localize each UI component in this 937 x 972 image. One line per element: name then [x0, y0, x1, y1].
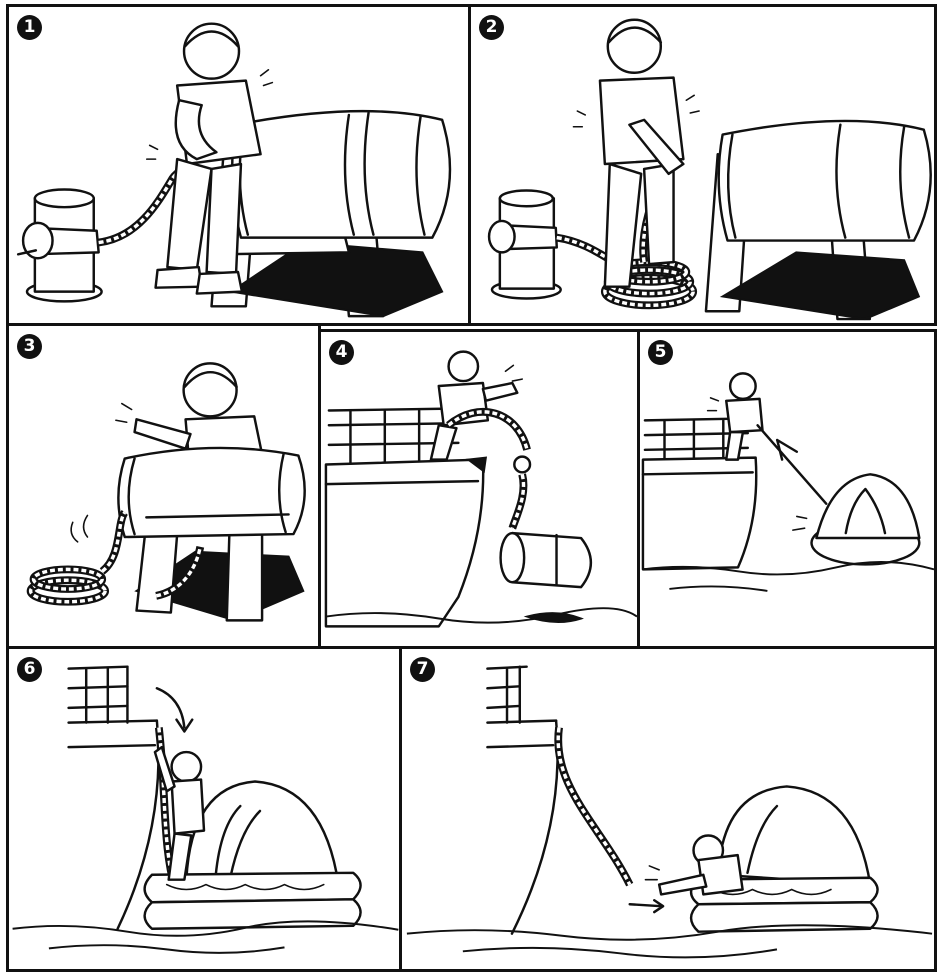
step-1-number: 1 — [17, 15, 42, 40]
step-5-panel: 5 — [637, 329, 937, 649]
step-2-illustration — [471, 7, 934, 323]
step-7-number: 7 — [410, 657, 435, 682]
step-7-panel: 7 — [399, 646, 937, 972]
step-6-illustration — [9, 649, 399, 969]
step-5-number: 5 — [648, 340, 673, 365]
step-4-panel: 4 — [318, 329, 640, 649]
step-3-number: 3 — [17, 334, 42, 359]
step-2-panel: 2 — [468, 4, 937, 326]
step-1-panel: 1 — [6, 4, 471, 326]
step-7-illustration — [402, 649, 934, 969]
step-4-number: 4 — [329, 340, 354, 365]
step-4-illustration — [321, 332, 637, 646]
step-6-panel: 6 — [6, 646, 402, 972]
step-3-panel: 3 — [6, 323, 321, 649]
step-6-number: 6 — [17, 657, 42, 682]
step-1-illustration — [9, 7, 468, 323]
step-5-illustration — [640, 332, 934, 646]
step-3-illustration — [9, 326, 318, 646]
step-2-number: 2 — [479, 15, 504, 40]
